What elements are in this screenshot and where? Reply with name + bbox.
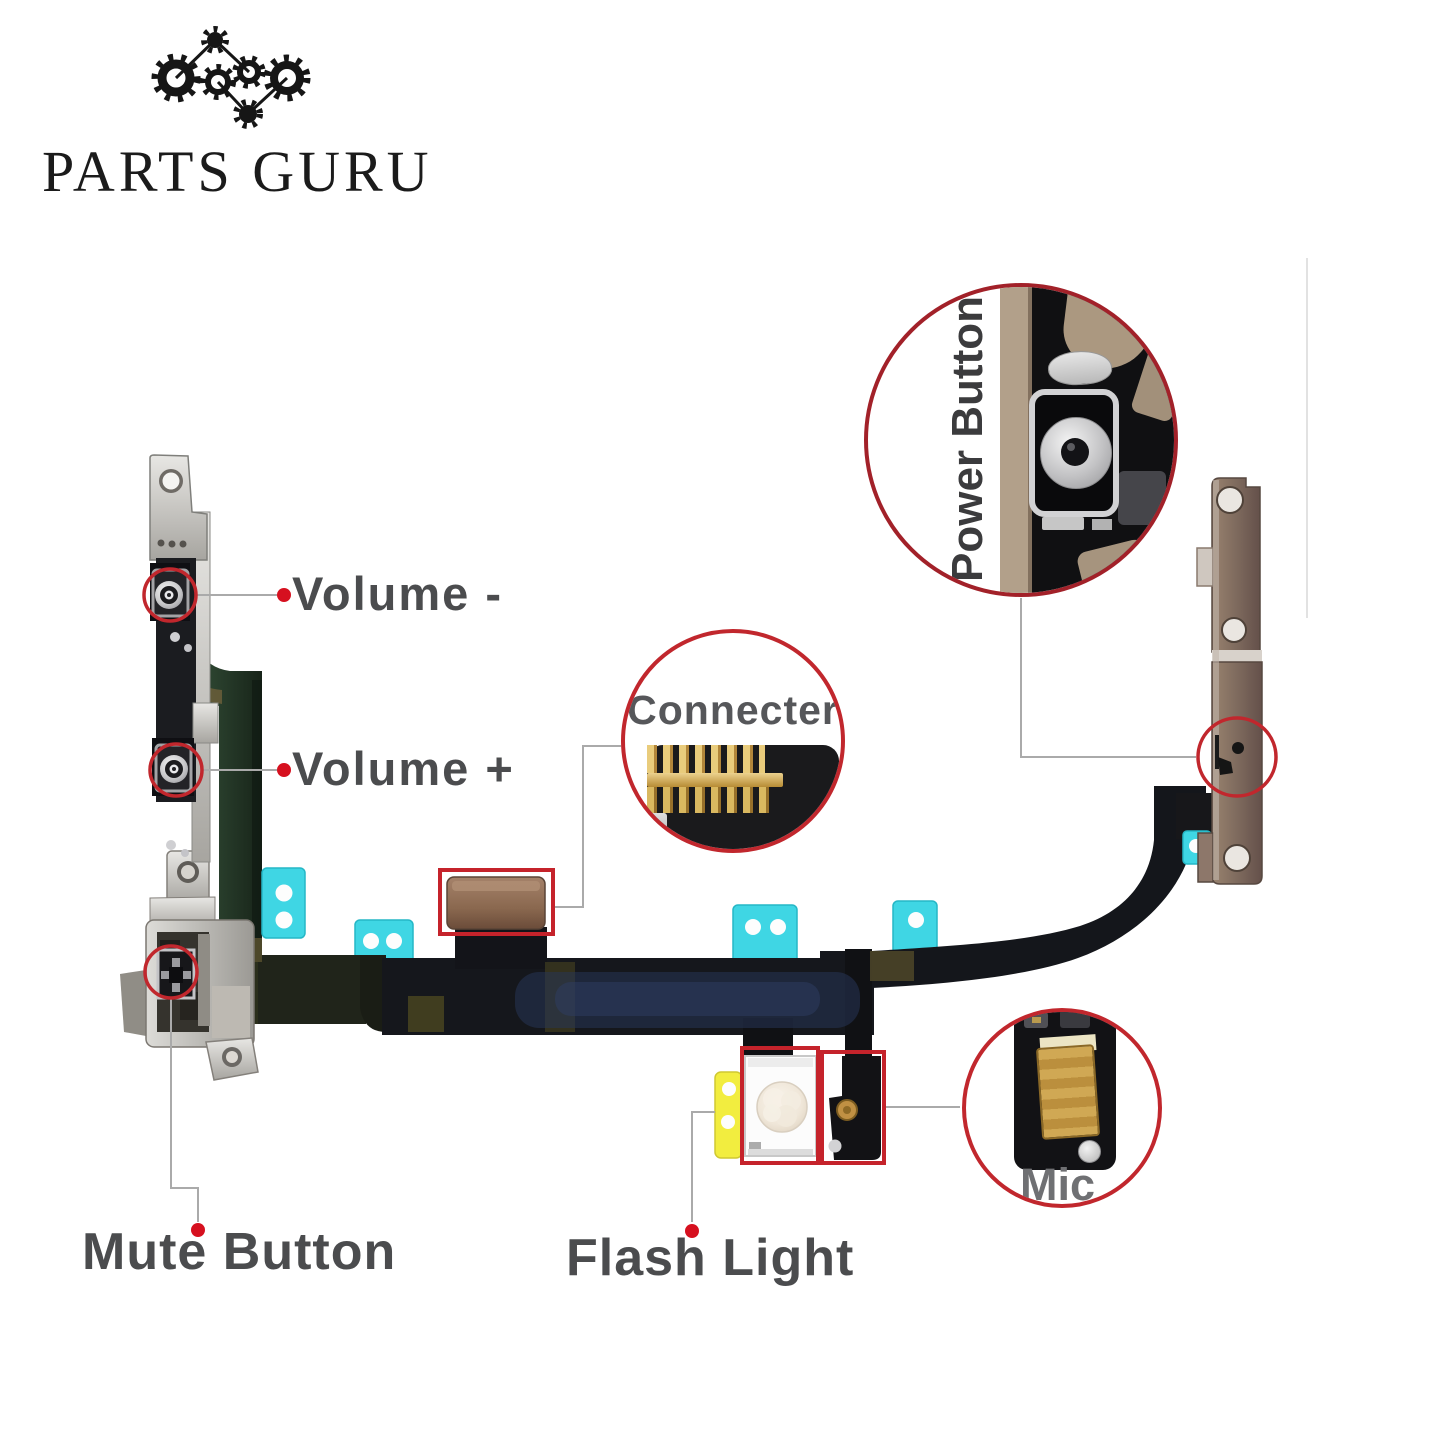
power-switch-clip <box>1118 471 1166 525</box>
flash-light-module <box>714 1055 817 1159</box>
volume-flex-assembly <box>149 454 219 863</box>
mic-photo-component <box>1032 1017 1041 1023</box>
power-switch-highlight <box>1067 443 1075 451</box>
connector-label: Connecter <box>627 687 839 733</box>
connector-callout: Connecter <box>621 629 845 853</box>
red-annotations <box>142 567 1278 1238</box>
red-circles <box>142 567 1278 1000</box>
power-button-label: Power Button <box>943 296 992 582</box>
red-rects <box>438 868 886 1165</box>
label-volume-minus: Volume - <box>292 567 503 620</box>
connector-pins-bottom <box>647 787 769 813</box>
power-switch-pads <box>1092 519 1112 530</box>
label-mute-button: Mute Button <box>82 1223 397 1281</box>
mic-component <box>828 1056 881 1160</box>
red-dots <box>191 588 699 1238</box>
mic-photo-gold-mic <box>1035 1044 1101 1140</box>
photo-seam <box>1306 258 1308 618</box>
label-flash-light: Flash Light <box>566 1229 855 1287</box>
board-connector-brown <box>446 876 546 930</box>
mic-callout: Mic <box>962 1008 1162 1208</box>
power-switch-center <box>1061 438 1089 466</box>
connector-photo <box>647 745 839 849</box>
connector-pins-top <box>647 745 765 773</box>
power-switch-pads <box>1042 517 1084 530</box>
adhesive-tabs <box>261 867 938 970</box>
connector-gold-bar <box>647 773 783 787</box>
callout-lines <box>170 594 1196 1222</box>
mic-label: Mic <box>1020 1159 1096 1208</box>
mic-photo-component <box>1060 1012 1090 1028</box>
main-flex-cable <box>148 786 1212 1062</box>
connector-end-cap <box>647 813 667 849</box>
power-photo-frame-stripe <box>1000 287 1032 593</box>
power-button-callout: Power Button <box>864 283 1178 597</box>
label-volume-plus: Volume + <box>292 742 515 795</box>
brand-name: PARTS GURU <box>42 139 433 204</box>
power-button-bracket <box>1196 477 1263 885</box>
mic-photo-screw <box>1078 1140 1101 1163</box>
logo-gear-network-icon <box>151 26 311 129</box>
